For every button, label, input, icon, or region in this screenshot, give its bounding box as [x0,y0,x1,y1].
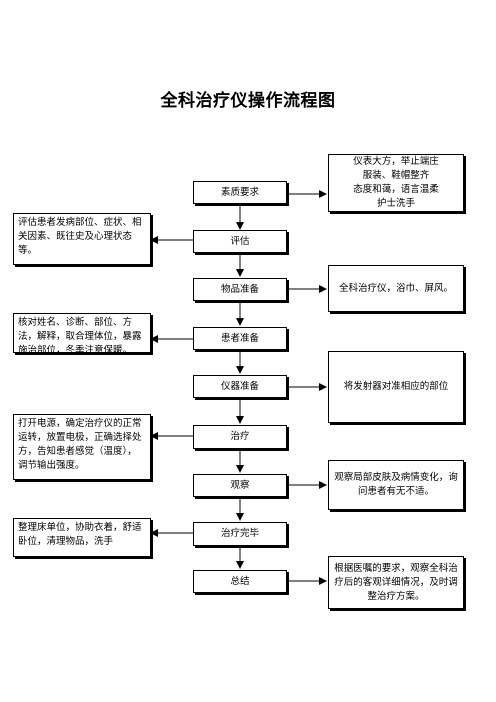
note-treat: 打开电源，确定治疗仪的正常运转，放置电极，正确选择处方，告知患者感觉（温度），调… [13,414,151,480]
note-device: 将发射器对准相应的部位 [328,351,464,423]
step-quality: 素质要求 [193,181,287,204]
step-assess: 评估 [193,230,287,253]
note-quality-line: 护士洗手 [376,198,415,209]
note-patient: 核对姓名、诊断、部位、方法，解释，取合理体位，暴露施治部位，冬季注意保暖。 [13,313,151,356]
step-summary: 总结 [193,570,287,593]
note-quality: 仪表大方，举止端庄 服装、鞋帽整齐 态度和蔼，语言温柔 护士洗手 [328,154,464,212]
note-items: 全科治疗仪，浴巾、屏风。 [328,265,464,312]
note-observe: 观察局部皮肤及病情变化，询问患者有无不适。 [328,460,464,510]
note-quality-line: 态度和蔼，语言温柔 [353,184,439,195]
step-treat: 治疗 [193,425,287,449]
step-patient: 患者准备 [193,327,287,350]
page-title: 全科治疗仪操作流程图 [160,91,336,111]
step-observe: 观察 [193,474,287,497]
note-quality-line: 仪表大方，举止端庄 [353,156,439,167]
step-items: 物品准备 [193,278,287,301]
note-finish: 整理床单位，协助衣着，舒适卧位，清理物品，洗手 [13,518,151,557]
step-finish: 治疗完毕 [193,522,287,546]
note-assess: 评估患者发病部位、症状、相关因素、既往史及心理状态等。 [13,213,151,265]
note-summary: 根据医嘱的要求，观察全科治疗后的客观详细情况，及时调整治疗方案。 [328,556,464,609]
step-device: 仪器准备 [193,375,287,398]
note-quality-line: 服装、鞋帽整齐 [362,170,430,181]
